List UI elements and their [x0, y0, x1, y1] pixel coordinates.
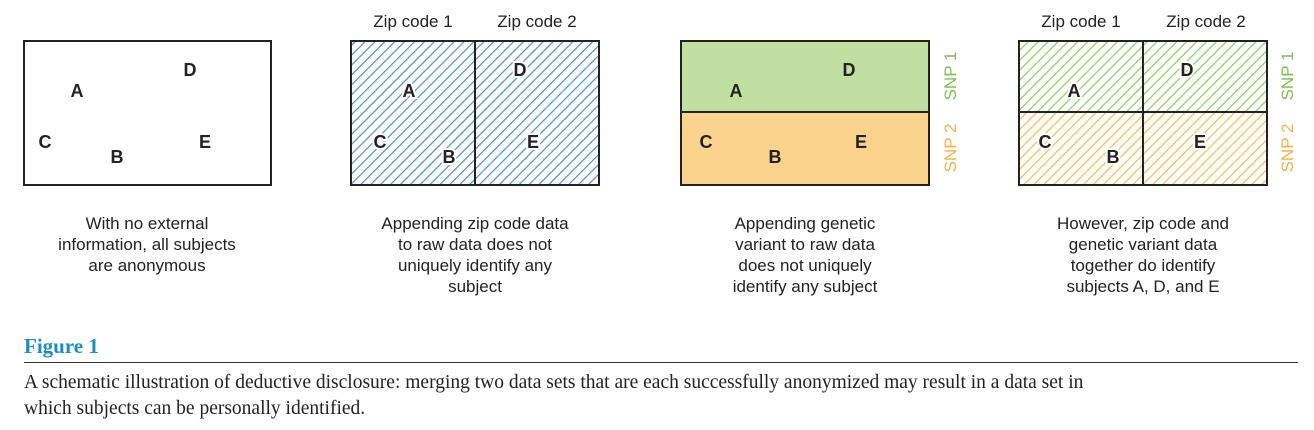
deductive-disclosure-diagram: A D C B E Zip code 1 Zip code 2 A D C B …: [23, 12, 1297, 186]
panel-1-subject-c: C: [39, 132, 52, 152]
panel-2: Zip code 1 Zip code 2 A D C B E: [350, 12, 600, 186]
panel-4-zip-code-2-label: Zip code 2: [1166, 12, 1245, 31]
panel-4-caption: However, zip code and genetic variant da…: [1057, 214, 1229, 296]
panel-4: Zip code 1 Zip code 2 A D C B E SNP 1 SN…: [1018, 12, 1297, 186]
panel-2-subject-c: C: [374, 132, 387, 152]
panel-4-subject-b: B: [1107, 147, 1120, 167]
panel-2-caption: Appending zip code data to raw data does…: [381, 214, 569, 296]
panel-1-frame: [23, 40, 272, 186]
panel-1: A D C B E: [23, 40, 272, 186]
caption-divider: [24, 362, 1298, 363]
panel-3-subject-c: C: [700, 132, 713, 152]
panel-1-caption: With no external information, all subjec…: [58, 214, 236, 275]
panel-4-subject-c: C: [1039, 132, 1052, 152]
panel-3-caption: Appending genetic variant to raw data do…: [732, 214, 878, 296]
panel-4-snp-2-label: SNP 2: [1278, 124, 1297, 173]
panel-2-subject-a: A: [403, 81, 416, 101]
panel-2-zip-code-1-label: Zip code 1: [373, 12, 452, 31]
panel-3-snp2-region: [681, 112, 929, 185]
panel-3-snp1-region: [681, 41, 929, 112]
panel-4-subject-a: A: [1068, 81, 1081, 101]
panel-1-subject-a: A: [71, 81, 84, 101]
panel-3-snp-1-label: SNP 1: [941, 52, 960, 101]
panel-3: A D C B E SNP 1 SNP 2: [680, 40, 960, 186]
panel-4-zip-code-1-label: Zip code 1: [1041, 12, 1120, 31]
panel-3-subject-e: E: [855, 132, 867, 152]
figure-label: Figure 1: [24, 334, 99, 358]
panel-3-subject-b: B: [769, 147, 782, 167]
figure-caption: A schematic illustration of deductive di…: [24, 372, 1084, 419]
panel-4-subject-d: D: [1181, 60, 1194, 80]
panel-2-subject-e: E: [527, 132, 539, 152]
panel-1-subject-b: B: [111, 147, 124, 167]
panel-4-snp-1-label: SNP 1: [1278, 52, 1297, 101]
panel-2-subject-d: D: [514, 60, 527, 80]
panel-2-zip-code-2-label: Zip code 2: [497, 12, 576, 31]
panel-3-subject-a: A: [730, 81, 743, 101]
panel-1-subject-d: D: [184, 60, 197, 80]
panel-1-subject-e: E: [199, 132, 211, 152]
panel-3-snp-2-label: SNP 2: [941, 124, 960, 173]
panel-3-subject-d: D: [843, 60, 856, 80]
panel-2-subject-b: B: [443, 147, 456, 167]
panel-4-subject-e: E: [1194, 132, 1206, 152]
